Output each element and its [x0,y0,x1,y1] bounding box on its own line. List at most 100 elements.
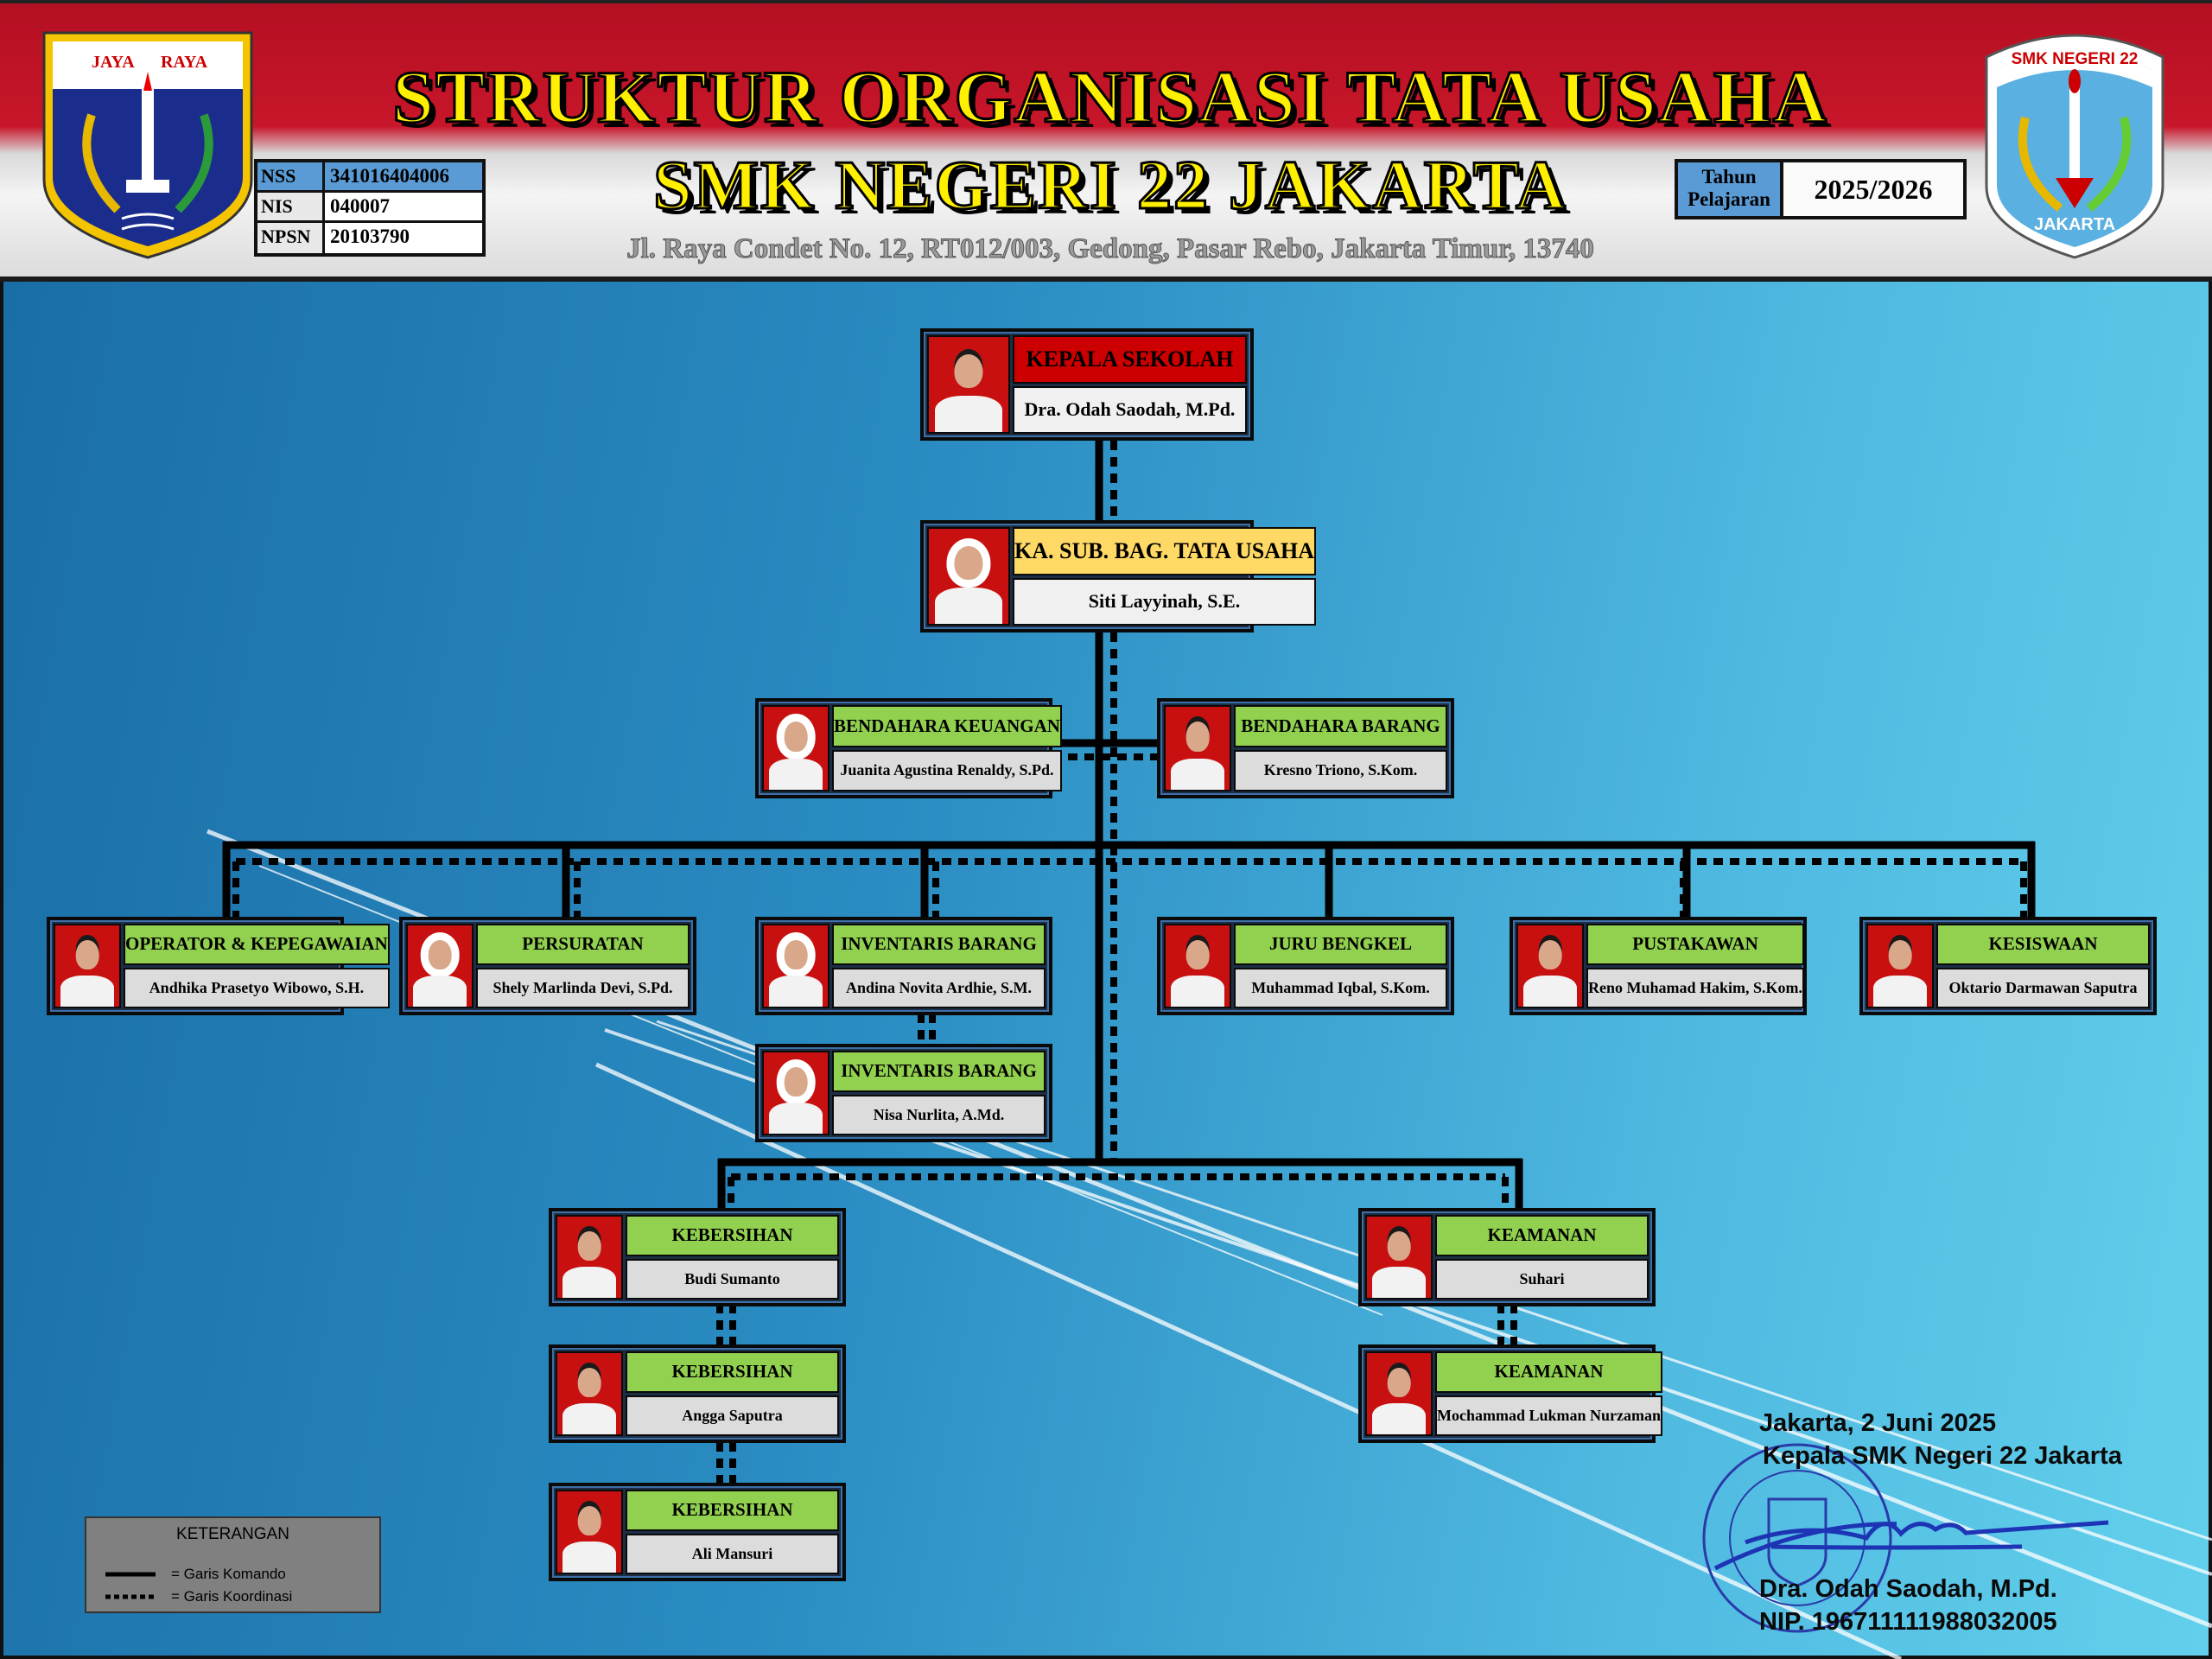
signature-position: Kepala SMK Negeri 22 Jakarta [1763,1442,2122,1470]
npsn-value: 20103790 [325,223,482,253]
coordination-lines [232,441,2027,1484]
person-name: Muhammad Iqbal, S.Kom. [1234,967,1447,1008]
person-name: Angga Saputra [626,1395,839,1436]
person-photo [1866,924,1934,1008]
org-box-operator-kepegawaian: OPERATOR & KEPEGAWAIAN Andhika Prasetyo … [47,917,390,1015]
position-title: BENDAHARA KEUANGAN [832,705,1062,747]
legend: KETERANGAN = Garis Komando = Garis Koord… [85,1516,381,1613]
signature-nip: NIP. 196711111988032005 [1759,1608,2057,1636]
person-photo [762,705,830,791]
signature-place-date: Jakarta, 2 Juni 2025 [1759,1409,1997,1437]
jakarta-emblem-logo: JAYA RAYA [42,31,253,259]
legend-coordination-label: = Garis Koordinasi [171,1588,293,1605]
position-title: PERSURATAN [476,924,690,965]
person-name: Mochammad Lukman Nurzaman [1435,1395,1663,1436]
person-name: Dra. Odah Saodah, M.Pd. [1013,385,1247,434]
org-box-bendahara-barang: BENDAHARA BARANG Kresno Triono, S.Kom. [1157,698,1454,798]
smkn22-school-logo: SMK NEGERI 22 JAKARTA [1985,34,2164,259]
academic-year-value: 2025/2026 [1783,162,1963,216]
person-name: Oktario Darmawan Saputra [1936,967,2150,1008]
position-title: INVENTARIS BARANG [832,1051,1046,1092]
org-box-ka-sub-bag-tata-usaha: KA. SUB. BAG. TATA USAHA Siti Layyinah, … [920,520,1316,632]
nss-label: NSS [257,162,325,190]
person-photo [762,1051,830,1135]
person-photo [556,1490,623,1574]
person-photo [556,1215,623,1300]
person-name: Kresno Triono, S.Kom. [1234,749,1447,791]
position-title: INVENTARIS BARANG [832,924,1046,965]
person-photo [1365,1351,1433,1436]
person-photo [556,1351,623,1436]
position-title: KA. SUB. BAG. TATA USAHA [1013,527,1316,575]
person-name: Shely Marlinda Devi, S.Pd. [476,967,690,1008]
person-photo [762,924,830,1008]
person-photo [406,924,474,1008]
org-box-kebersihan: KEBERSIHAN Ali Mansuri [549,1483,846,1581]
org-box-kesiswaan: KESISWAAN Oktario Darmawan Saputra [1859,917,2157,1015]
person-photo [1365,1215,1433,1300]
legend-command-label: = Garis Komando [171,1566,286,1582]
person-name: Ali Mansuri [626,1533,839,1574]
position-title: KEAMANAN [1435,1351,1663,1393]
person-photo [927,335,1010,434]
legend-item-coordination: = Garis Koordinasi [105,1588,292,1605]
position-title: JURU BENGKEL [1234,924,1447,965]
person-name: Andhika Prasetyo Wibowo, S.H. [124,967,390,1008]
org-box-keamanan: KEAMANAN Mochammad Lukman Nurzaman [1358,1344,1663,1443]
org-box-juru-bengkel: JURU BENGKEL Muhammad Iqbal, S.Kom. [1157,917,1454,1015]
legend-title: KETERANGAN [176,1525,289,1543]
school-address: Jl. Raya Condet No. 12, RT012/003, Gedon… [626,233,1595,265]
position-title: KEBERSIHAN [626,1215,839,1256]
position-title: PUSTAKAWAN [1586,924,1805,965]
svg-text:JAKARTA: JAKARTA [2034,215,2115,234]
org-box-kebersihan: KEBERSIHAN Budi Sumanto [549,1208,846,1306]
person-photo [54,924,121,1008]
person-photo [927,527,1010,626]
nis-label: NIS [257,193,325,220]
npsn-label: NPSN [257,223,325,253]
position-title: KEAMANAN [1435,1215,1649,1256]
org-box-persuratan: PERSURATAN Shely Marlinda Devi, S.Pd. [399,917,696,1015]
svg-text:RAYA: RAYA [161,53,208,72]
person-name: Reno Muhamad Hakim, S.Kom. [1586,967,1805,1008]
dotted-line-icon [105,1594,156,1599]
person-name: Juanita Agustina Renaldy, S.Pd. [832,749,1062,791]
school-name: SMK NEGERI 22 JAKARTA [652,147,1567,226]
org-box-keamanan: KEAMANAN Suhari [1358,1208,1656,1306]
solid-line-icon [105,1572,156,1577]
org-box-inventaris-barang: INVENTARIS BARANG Nisa Nurlita, A.Md. [755,1044,1052,1142]
org-box-inventaris-barang: INVENTARIS BARANG Andina Novita Ardhie, … [755,917,1052,1015]
position-title: OPERATOR & KEPEGAWAIAN [124,924,390,965]
person-name: Suhari [1435,1258,1649,1300]
person-photo [1516,924,1584,1008]
person-name: Nisa Nurlita, A.Md. [832,1094,1046,1135]
nis-value: 040007 [325,193,482,220]
academic-year-box: Tahun Pelajaran 2025/2026 [1675,159,1967,219]
page-title: STRUKTUR ORGANISASI TATA USAHA [391,54,1828,140]
signature-name: Dra. Odah Saodah, M.Pd. [1759,1575,2057,1603]
academic-year-label: Tahun Pelajaran [1678,162,1783,216]
signature-block: Jakarta, 2 Juni 2025 Kepala SMK Negeri 2… [1759,1407,2122,1638]
position-title: KEBERSIHAN [626,1490,839,1531]
command-lines [222,439,2036,1210]
person-photo [1164,924,1231,1008]
legend-item-command: = Garis Komando [105,1566,286,1583]
org-box-kebersihan: KEBERSIHAN Angga Saputra [549,1344,846,1443]
handwritten-signature [1745,1520,2109,1550]
position-title: KEBERSIHAN [626,1351,839,1393]
position-title: KESISWAAN [1936,924,2150,965]
org-box-pustakawan: PUSTAKAWAN Reno Muhamad Hakim, S.Kom. [1510,917,1807,1015]
position-title: BENDAHARA BARANG [1234,705,1447,747]
svg-text:SMK NEGERI 22: SMK NEGERI 22 [2012,50,2139,68]
person-name: Budi Sumanto [626,1258,839,1300]
svg-text:JAYA: JAYA [92,53,135,72]
position-title: KEPALA SEKOLAH [1013,335,1247,384]
person-photo [1164,705,1231,791]
nss-value: 341016404006 [325,162,482,190]
org-box-bendahara-keuangan: BENDAHARA KEUANGAN Juanita Agustina Rena… [755,698,1062,798]
person-name: Andina Novita Ardhie, S.M. [832,967,1046,1008]
person-name: Siti Layyinah, S.E. [1013,577,1316,626]
